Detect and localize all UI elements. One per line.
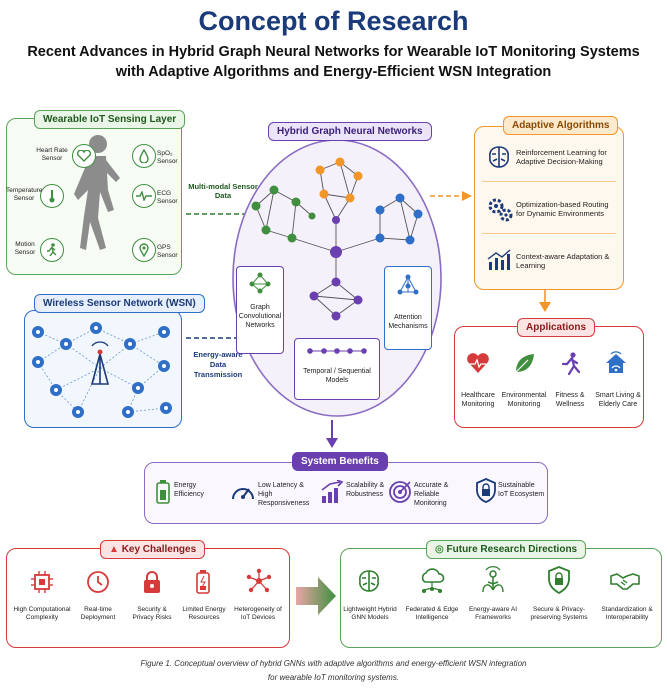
benefit-label-energy: Energy Efficiency xyxy=(174,482,204,498)
running-icon xyxy=(561,352,581,376)
clock-icon xyxy=(87,571,109,593)
sensor-label-motion: Motion Sensor xyxy=(14,241,36,256)
hgnn-graphs xyxy=(251,157,423,321)
gcn-box xyxy=(236,266,284,354)
arrow-to-benefits xyxy=(326,420,338,448)
ecg-icon xyxy=(132,184,156,208)
motion-icon xyxy=(40,238,64,262)
sensor-label-heart-rate: Heart Rate Sensor xyxy=(36,147,68,162)
app-label-environmental: Environmental Monitoring xyxy=(501,392,547,408)
app-label-fitness: Fitness & Wellness xyxy=(555,392,585,408)
leaf-icon xyxy=(515,354,534,373)
adaptive-label-routing: Optimization-based Routing for Dynamic E… xyxy=(516,200,609,219)
heart-icon xyxy=(467,353,489,373)
ai-leaf-icon xyxy=(482,566,504,593)
thermometer-icon xyxy=(40,184,64,208)
warning-icon: ▲ xyxy=(109,544,122,555)
scalability-icon xyxy=(321,480,344,503)
arrow-to-applications xyxy=(539,290,551,312)
gears-icon xyxy=(488,198,513,222)
benefit-label-latency: Low Latency & High Responsiveness xyxy=(258,482,310,507)
hgnn-title: Hybrid Graph Neural Networks xyxy=(268,122,432,141)
benefit-label-sustainable: Sustainable IoT Ecosystem xyxy=(498,482,545,498)
adaptive-title: Adaptive Algorithms xyxy=(503,116,619,135)
temporal-icon xyxy=(307,348,367,354)
future-label-lightweight: Lightweight Hybrid GNN Models xyxy=(343,606,397,622)
lock-icon xyxy=(144,571,160,593)
future-label-energy-ai: Energy-aware AI Frameworks xyxy=(468,606,518,622)
shield-lock-icon xyxy=(476,478,496,503)
handshake-icon xyxy=(610,573,640,590)
arrow-to-adaptive xyxy=(430,191,472,201)
wearable-title: Wearable IoT Sensing Layer xyxy=(34,110,186,129)
temporal-label: Temporal / Sequential Models xyxy=(303,368,371,384)
flow-label-energy-aware: Energy-aware Data Transmission xyxy=(193,350,243,379)
benefits-title: System Benefits xyxy=(292,452,388,471)
applications-panel xyxy=(454,326,644,428)
challenges-panel xyxy=(6,548,290,648)
flow-label-multimodal: Multi-modal Sensor Data xyxy=(188,182,258,201)
chip-icon xyxy=(31,571,53,593)
page-subtitle-line1: Recent Advances in Hybrid Graph Neural N… xyxy=(27,44,640,60)
arrow-challenges-to-future xyxy=(296,577,336,615)
future-label-standardization: Standardization & Interoperability xyxy=(601,606,653,622)
benefit-label-scalability: Scalability & Robustness xyxy=(346,482,385,498)
adaptive-label-context: Context-aware Adaptation & Learning xyxy=(516,252,610,271)
app-label-healthcare: Healthcare Monitoring xyxy=(461,392,495,408)
wsn-network-diagram xyxy=(32,322,172,418)
challenge-label-heterogeneity: Heterogeneity of IoT Devices xyxy=(234,606,282,622)
adaptive-item-rl: Reinforcement Learning for Adaptive Deci… xyxy=(482,134,616,182)
adaptive-item-context: Context-aware Adaptation & Learning xyxy=(482,236,616,284)
future-label-secure: Secure & Privacy-preserving Systems xyxy=(530,606,588,622)
target-icon xyxy=(389,481,411,503)
challenges-title: Key Challenges xyxy=(121,544,197,555)
spo2-icon xyxy=(132,144,156,168)
figure-caption-line1: Figure 1. Conceptual overview of hybrid … xyxy=(140,659,527,668)
page-subtitle-line2: with Adaptive Algorithms and Energy-Effi… xyxy=(115,64,552,80)
low-battery-icon xyxy=(196,570,210,594)
adaptive-item-routing: Optimization-based Routing for Dynamic E… xyxy=(482,184,616,234)
applications-title: Applications xyxy=(517,318,596,337)
target-small-icon: ◎ xyxy=(435,544,447,555)
challenge-label-energy: Limited Energy Resources xyxy=(182,606,226,622)
attention-label: Attention Mechanisms xyxy=(388,314,428,330)
sensor-label-spo2: SpO₂ Sensor xyxy=(157,150,178,165)
adaptive-label-rl: Reinforcement Learning for Adaptive Deci… xyxy=(516,148,607,167)
challenge-label-security: Security & Privacy Risks xyxy=(132,606,172,622)
app-label-smart-living: Smart Living & Elderly Care xyxy=(595,392,641,408)
cloud-network-icon xyxy=(421,568,445,593)
heart-rate-icon xyxy=(72,144,96,168)
chart-growth-icon xyxy=(487,249,511,270)
future-label-federated: Federated & Edge Intelligence xyxy=(405,606,459,622)
attention-icon xyxy=(397,274,419,295)
wsn-title: Wireless Sensor Network (WSN) xyxy=(34,294,205,313)
challenge-label-complexity: High Computational Complexity xyxy=(13,606,71,622)
brain-green-icon xyxy=(359,570,379,592)
speedometer-icon xyxy=(232,488,254,500)
gcn-label: Graph Convolutional Networks xyxy=(238,304,282,329)
smart-home-icon xyxy=(606,351,626,373)
sensor-label-temperature: Temperature Sensor xyxy=(6,187,43,202)
benefits-panel xyxy=(144,462,548,524)
challenges-title-pill: ▲ Key Challenges xyxy=(100,540,206,559)
gps-icon xyxy=(132,238,156,262)
figure-caption-line2: for wearable IoT monitoring systems. xyxy=(267,673,400,682)
battery-icon xyxy=(156,480,170,504)
brain-icon xyxy=(489,146,509,168)
sensor-label-ecg: ECG Sensor xyxy=(157,190,178,205)
sensor-label-gps: GPS Sensor xyxy=(157,244,178,259)
gcn-icon xyxy=(249,272,271,294)
network-nodes-icon xyxy=(246,568,272,593)
future-panel xyxy=(340,548,662,648)
challenge-label-realtime: Real-time Deployment xyxy=(80,606,116,622)
wsn-panel xyxy=(24,310,182,428)
benefit-label-accurate: Accurate & Reliable Monitoring xyxy=(414,482,449,507)
future-title-pill: ◎ Future Research Directions xyxy=(426,540,587,559)
page-title: Concept of Research xyxy=(198,6,469,36)
future-title: Future Research Directions xyxy=(446,544,578,555)
shield-green-icon xyxy=(548,566,570,594)
